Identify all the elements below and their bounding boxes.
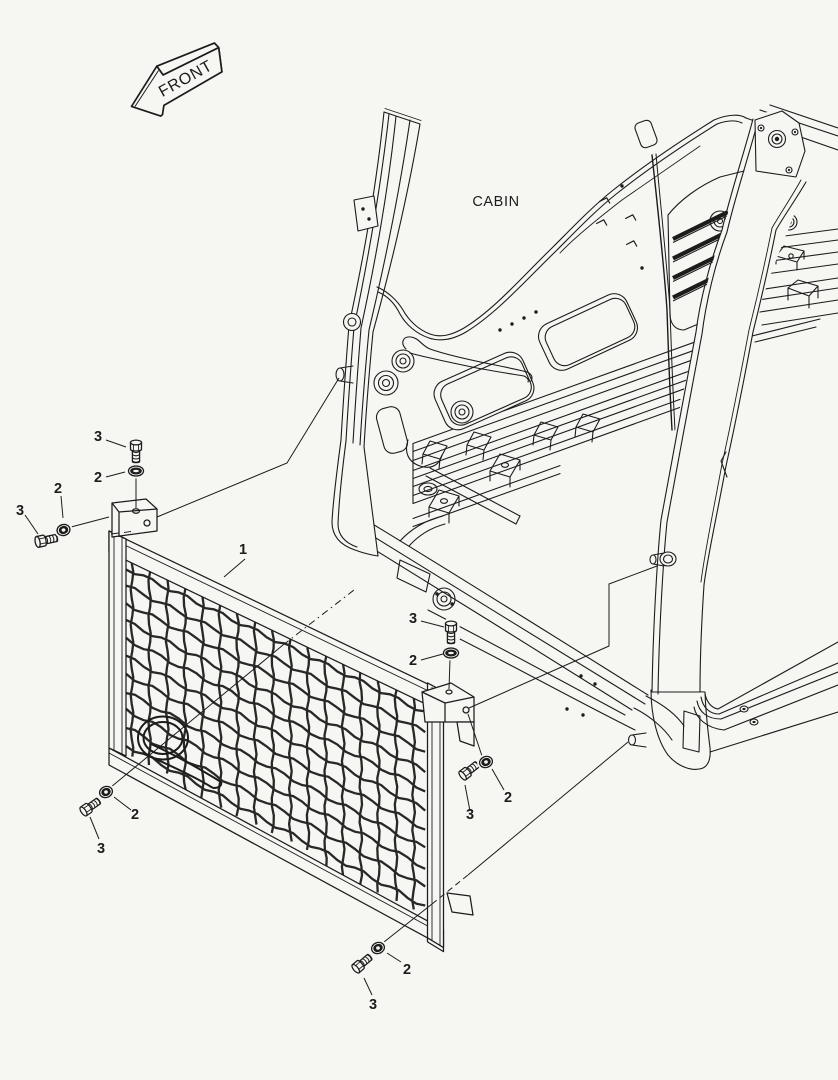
svg-text:3: 3 — [466, 807, 474, 823]
svg-text:3: 3 — [97, 841, 105, 857]
svg-text:2: 2 — [94, 470, 102, 486]
svg-text:2: 2 — [131, 807, 139, 823]
svg-text:2: 2 — [504, 790, 512, 806]
svg-text:2: 2 — [54, 481, 62, 497]
svg-text:2: 2 — [409, 653, 417, 669]
svg-text:1: 1 — [239, 542, 247, 558]
svg-text:2: 2 — [403, 962, 411, 978]
svg-text:3: 3 — [369, 997, 377, 1013]
svg-text:3: 3 — [409, 611, 417, 627]
svg-text:CABIN: CABIN — [472, 194, 519, 210]
svg-text:3: 3 — [16, 503, 24, 519]
svg-text:3: 3 — [94, 429, 102, 445]
